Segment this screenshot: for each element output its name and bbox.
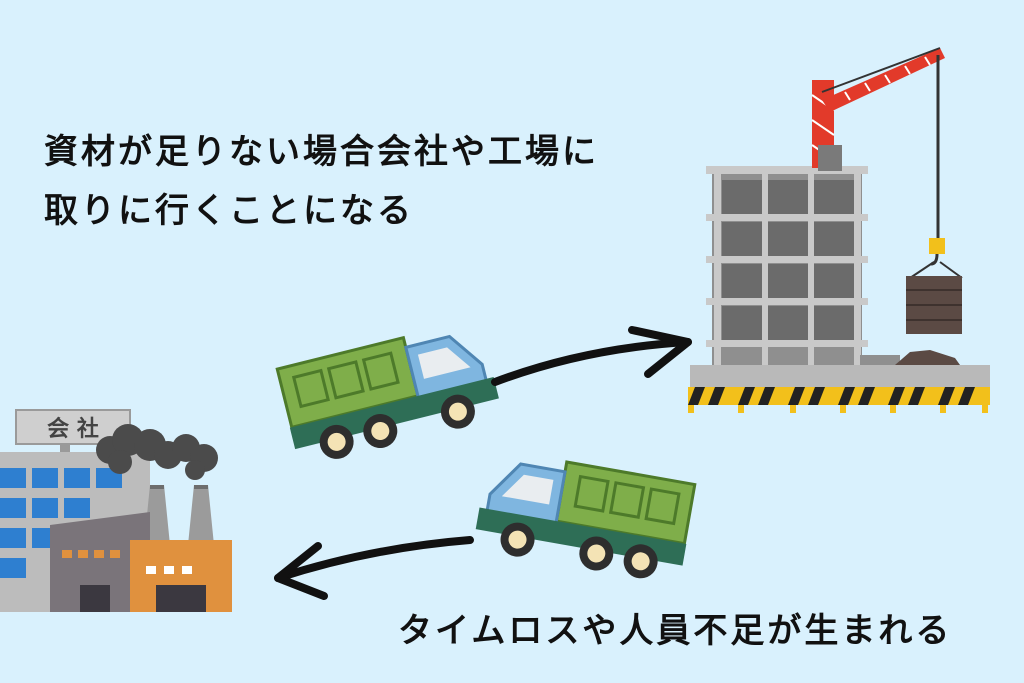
hazard-barrier bbox=[688, 387, 990, 413]
construction-site-icon bbox=[688, 47, 990, 413]
caption-bottom-line: タイムロスや人員不足が生まれる bbox=[398, 611, 953, 651]
arrow-icon bbox=[274, 536, 474, 600]
crane-icon bbox=[811, 47, 963, 334]
factory-icon bbox=[50, 424, 232, 612]
dump-truck-icon bbox=[275, 334, 499, 459]
company-sign: 会 社 bbox=[47, 416, 99, 442]
arrow-icon bbox=[491, 326, 692, 386]
building-frame bbox=[706, 166, 900, 365]
caption-top-line-1: 資材が足りない場合会社や工場に bbox=[44, 132, 599, 172]
dump-truck-icon bbox=[475, 460, 697, 579]
caption-top-line-2: 取りに行くことになる bbox=[44, 191, 414, 231]
